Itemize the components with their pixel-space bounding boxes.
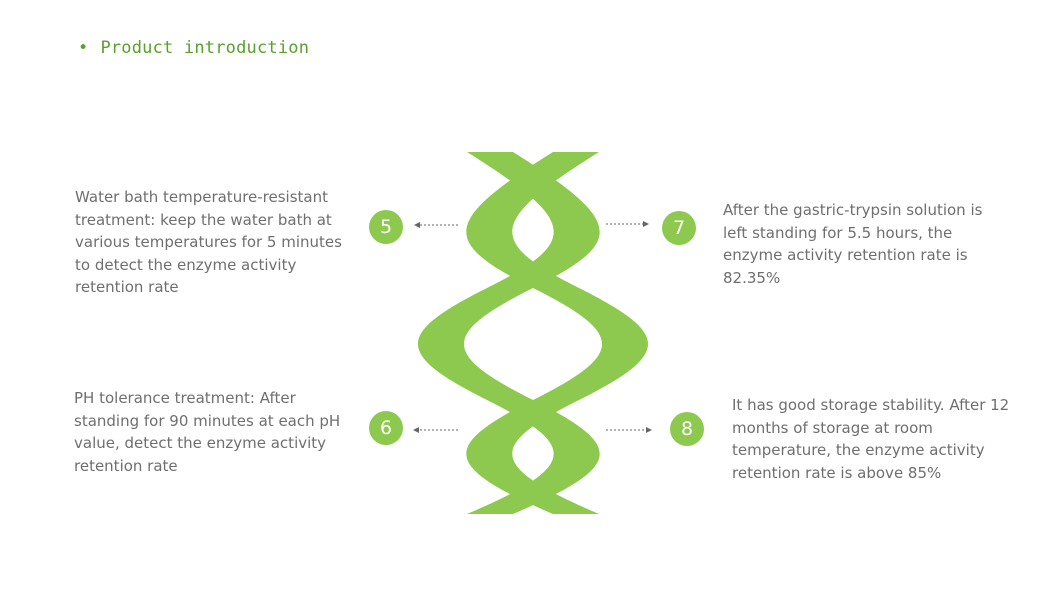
step-badge-8: 8 (670, 412, 704, 446)
bullet-icon: • (78, 38, 89, 58)
section-title: Product introduction (100, 38, 310, 58)
description-5: Water bath temperature-resistant treatme… (75, 188, 342, 296)
helix-strand-b (466, 152, 648, 514)
step-badge-5: 5 (369, 210, 403, 244)
description-6: PH tolerance treatment: After standing f… (74, 389, 341, 475)
dna-helix-icon (418, 152, 648, 514)
description-8: It has good storage stability. After 12 … (732, 396, 1010, 482)
helix-strand-a (418, 152, 600, 514)
step-badge-7: 7 (662, 211, 696, 245)
description-7: After the gastric-trypsin solution is le… (723, 201, 983, 287)
section-header: • Product introduction (78, 38, 309, 58)
step-badge-6: 6 (369, 411, 403, 445)
